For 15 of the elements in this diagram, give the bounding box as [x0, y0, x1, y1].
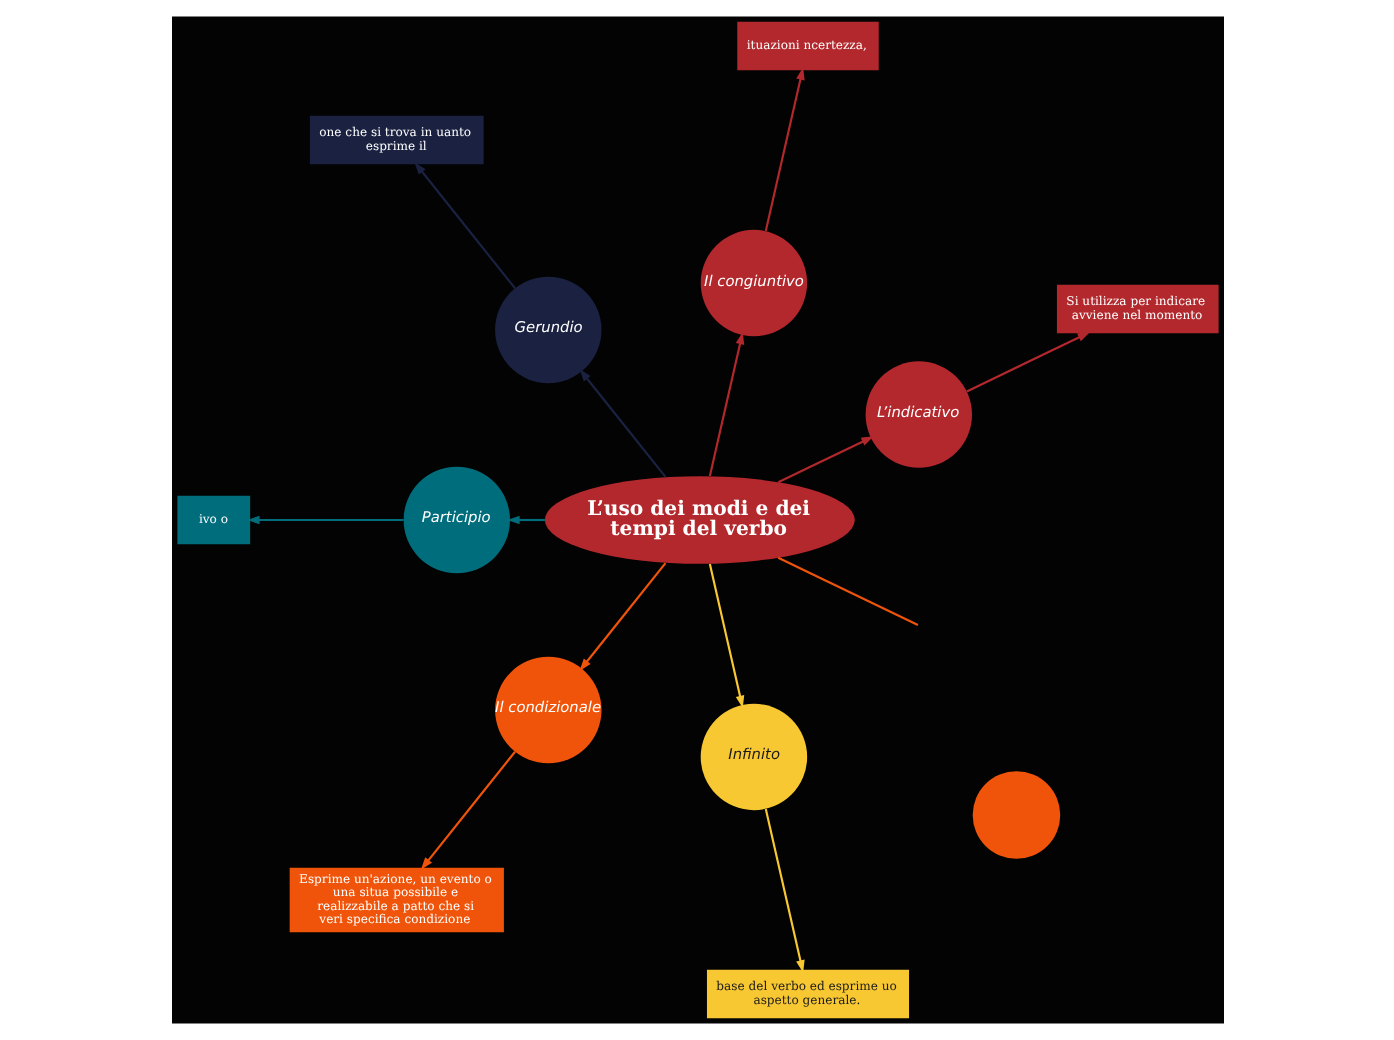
- node-ellipse: L’uso dei modi e dei tempi del verbo: [543, 476, 854, 564]
- connector: [776, 556, 918, 626]
- arrow: [707, 563, 744, 709]
- node-circle: [971, 771, 1060, 859]
- arrow: [707, 331, 744, 477]
- arrow: [776, 436, 873, 484]
- arrow: [965, 332, 1090, 393]
- arrow: [413, 162, 515, 289]
- arrow: [763, 808, 804, 973]
- arrow: [246, 515, 403, 525]
- arrow: [419, 751, 515, 870]
- arrow: [578, 562, 666, 671]
- arrow: [763, 67, 804, 232]
- arrow: [506, 515, 544, 525]
- arrow: [578, 369, 666, 478]
